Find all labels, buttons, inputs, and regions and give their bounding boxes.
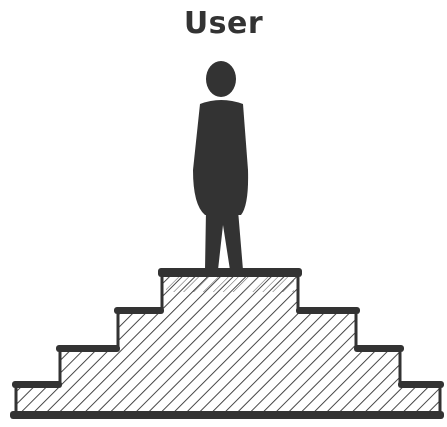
person-legs <box>205 210 243 270</box>
podium-body <box>16 274 440 414</box>
pedestal-top-face <box>166 276 294 292</box>
step-ledge-left-upper <box>114 307 164 314</box>
step-ledge-right-middle <box>354 345 404 352</box>
step-ledge-left-middle <box>56 345 120 352</box>
podium-base <box>10 411 444 419</box>
step-ledge-right-upper <box>296 307 360 314</box>
podium <box>10 268 444 419</box>
person-torso <box>193 100 248 215</box>
person-head <box>206 61 236 97</box>
standing-person-icon <box>193 61 248 270</box>
step-ledge-right-lower <box>398 381 444 388</box>
step-ledge-left-lower <box>12 381 62 388</box>
